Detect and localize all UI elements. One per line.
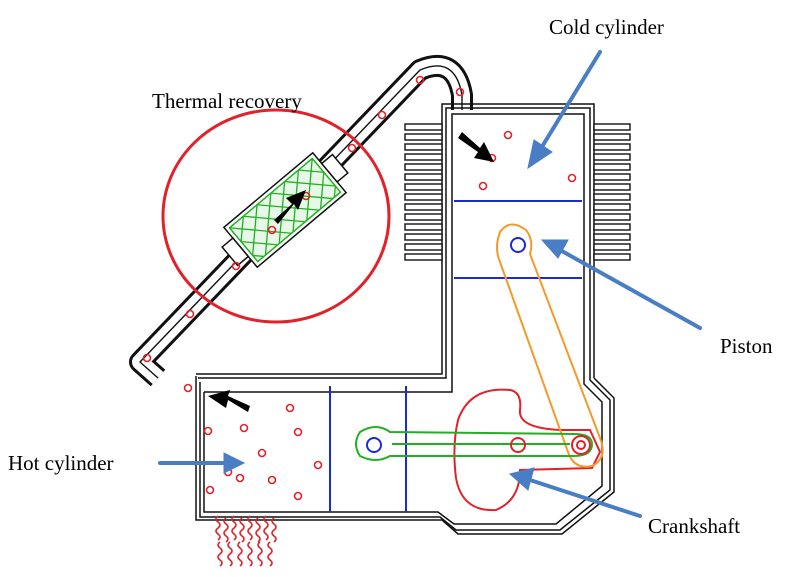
callout-arrow-piston — [558, 248, 702, 330]
callout-arrow-crank — [528, 478, 642, 518]
flame-icon — [215, 515, 277, 567]
gas-particles — [142, 75, 577, 501]
regenerator — [221, 151, 349, 269]
crankshaft — [453, 388, 602, 512]
flow-arrow-icon — [458, 132, 494, 162]
callout-arrows — [158, 50, 702, 518]
hot-cylinder-label: Hot cylinder — [8, 451, 114, 475]
thermal-recovery-highlight — [161, 108, 391, 324]
crankshaft-label: Crankshaft — [648, 514, 741, 538]
flow-arrows — [208, 132, 494, 412]
flow-arrow-icon — [274, 190, 306, 224]
flow-arrow-icon — [208, 390, 250, 412]
cooling-fins-right — [593, 123, 631, 261]
cold-piston — [454, 200, 582, 279]
connecting-rod — [496, 223, 604, 468]
regenerator-pipe — [129, 55, 473, 387]
thermal-recovery-label: Thermal recovery — [152, 89, 302, 113]
cooling-fins-left — [404, 123, 443, 261]
hot-connecting-rod — [355, 426, 594, 461]
piston-label: Piston — [720, 334, 773, 358]
callout-arrow-cold — [538, 50, 602, 152]
pivot-joints — [366, 237, 591, 455]
hot-piston — [329, 386, 407, 512]
hot-cylinder — [203, 113, 603, 525]
cold-cylinder-label: Cold cylinder — [549, 15, 664, 39]
